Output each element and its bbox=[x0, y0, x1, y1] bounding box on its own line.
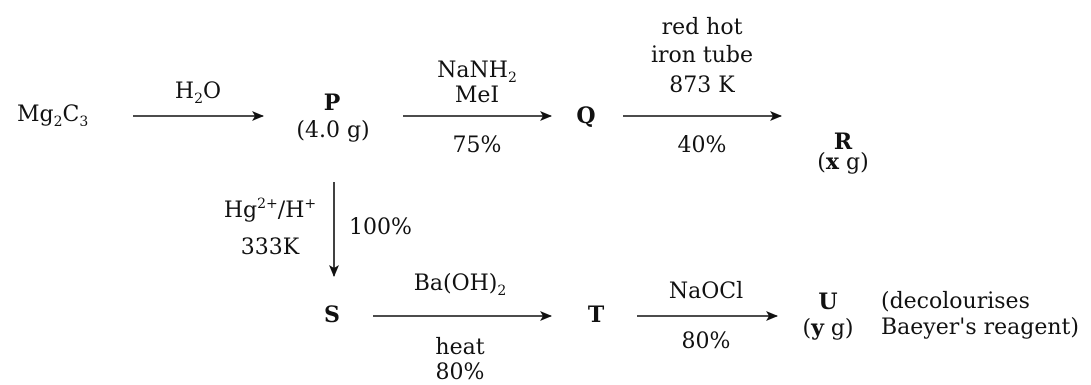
step4-temperature: 333K bbox=[240, 235, 300, 260]
step1-reagent: H2O bbox=[174, 79, 222, 107]
compound-s-label: S bbox=[324, 302, 340, 328]
step3-condition-2: iron tube bbox=[650, 43, 754, 68]
step3-condition-3: 873 K bbox=[669, 73, 735, 98]
compound-u-note-1: (decolourises bbox=[881, 289, 1030, 314]
compound-t-label: T bbox=[587, 302, 605, 328]
step4-yield: 100% bbox=[349, 215, 412, 240]
compound-r-mass: (x g) bbox=[817, 149, 869, 175]
compound-r-label: R bbox=[833, 129, 853, 155]
compound-q-label: Q bbox=[576, 103, 596, 129]
step5-reagent: Ba(OH)2 bbox=[413, 271, 507, 299]
step6-yield: 80% bbox=[681, 329, 731, 354]
step4-reagent: Hg2+/H+ bbox=[223, 196, 317, 223]
reactant-formula: Mg2C3 bbox=[17, 102, 89, 130]
step5-yield: 80% bbox=[435, 360, 485, 385]
compound-p-label: P bbox=[323, 90, 341, 116]
step2-reagent-1: NaNH2 bbox=[437, 58, 517, 86]
compound-u-note-2: Baeyer's reagent) bbox=[881, 315, 1079, 340]
step3-condition-1: red hot bbox=[661, 15, 743, 40]
step5-condition: heat bbox=[435, 335, 485, 360]
compound-u-label: U bbox=[818, 289, 838, 315]
step6-reagent: NaOCl bbox=[668, 279, 744, 304]
step3-yield: 40% bbox=[677, 133, 727, 158]
compound-u-mass: (y g) bbox=[802, 315, 854, 341]
compound-p-mass: (4.0 g) bbox=[296, 118, 370, 143]
step2-reagent-2: MeI bbox=[454, 83, 500, 108]
step2-yield: 75% bbox=[452, 133, 502, 158]
